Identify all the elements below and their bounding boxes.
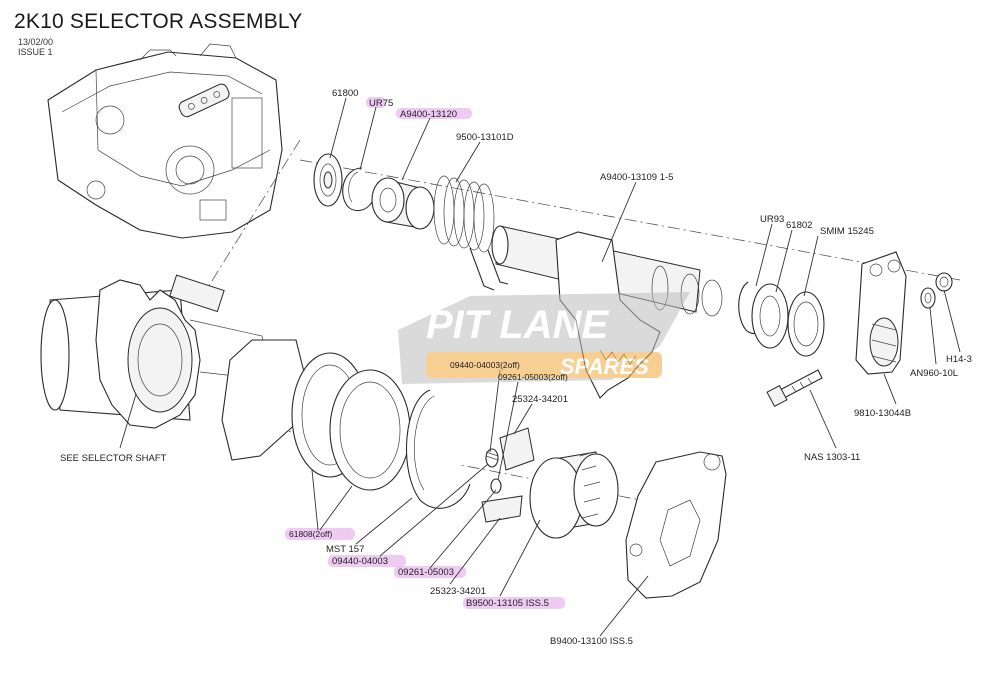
- pawl-25324-34201: [499, 427, 535, 471]
- circlip-mst-157: [405, 389, 471, 509]
- label-h14-3: H14-3: [946, 354, 972, 365]
- part-labels: 61800 UR75 A9400-13120 9500-13101D A9400…: [60, 88, 972, 647]
- gearbox-casing: [47, 43, 283, 239]
- label-nas-1303-11: NAS 1303-11: [804, 452, 860, 463]
- label-a9400-13120: A9400-13120: [400, 109, 457, 120]
- sleeve-a9400-13120: [371, 177, 435, 230]
- bearing-61802: [751, 283, 789, 349]
- spring-9500-13101d: [433, 175, 509, 291]
- label-61800: 61800: [332, 88, 358, 99]
- label-highlights: [285, 97, 565, 609]
- label-09440-04003: 09440-04003: [332, 556, 388, 567]
- label-9810-13044b: 9810-13044B: [854, 408, 911, 419]
- pawl-25323-34201: [481, 495, 523, 523]
- label-09440-04003-2off: 09440-04003(2off): [450, 360, 520, 370]
- bearings-61808: [291, 352, 411, 491]
- washer-an960-10l: [920, 287, 936, 309]
- label-a9400-13109: A9400-13109 1-5: [600, 172, 673, 183]
- bearing-61800: [313, 153, 343, 207]
- drum-b9500-13105: [529, 451, 619, 539]
- highlight-b9500: [463, 597, 565, 609]
- label-61802: 61802: [786, 220, 812, 231]
- diagram-issue: ISSUE 1: [18, 47, 53, 57]
- label-ur93: UR93: [760, 214, 784, 225]
- label-b9400-13100: B9400-13100 ISS.5: [550, 636, 633, 647]
- detent-pins: [485, 448, 502, 494]
- nut-h14-3: [935, 272, 953, 292]
- highlight-61808: [285, 528, 355, 540]
- label-mst-157: MST 157: [326, 544, 364, 555]
- label-smim-15245: SMIM 15245: [820, 226, 874, 237]
- label-09261-05003-2off: 09261-05003(2off): [498, 372, 568, 382]
- selector-shaft: [40, 274, 307, 461]
- watermark-text-pit-lane: PIT LANE: [426, 303, 610, 347]
- highlight-ur75: [366, 97, 386, 108]
- label-25323-34201: 25323-34201: [430, 586, 486, 597]
- circlip-ur75: [342, 167, 373, 212]
- leader-lines: [119, 97, 961, 637]
- label-25324-34201: 25324-34201: [512, 394, 568, 405]
- bolt-nas-1303-11: [766, 369, 823, 408]
- shim-smim-15245: [787, 291, 825, 357]
- lever-9810-13044b: [855, 251, 907, 375]
- label-09261-05003: 09261-05003: [398, 567, 454, 578]
- highlight-09261: [394, 566, 466, 578]
- plate-b9400-13100: [625, 451, 727, 599]
- label-61808: 61808(2off): [289, 529, 332, 539]
- watermark-text-spares: SPARES: [560, 354, 649, 379]
- highlight-a9400-13120: [396, 108, 472, 119]
- label-9500-13101d: 9500-13101D: [456, 132, 514, 143]
- diagram-title: 2K10 SELECTOR ASSEMBLY: [14, 10, 303, 33]
- label-b9500-13105: B9500-13105 ISS.5: [466, 598, 549, 609]
- diagram-date: 13/02/00: [18, 37, 54, 47]
- watermark-logo: PIT LANE SPARES: [398, 292, 690, 384]
- highlight-09440: [328, 555, 406, 567]
- label-ur75: UR75: [369, 98, 393, 109]
- label-see-selector-shaft: SEE SELECTOR SHAFT: [60, 453, 167, 464]
- label-an960-10l: AN960-10L: [910, 368, 958, 379]
